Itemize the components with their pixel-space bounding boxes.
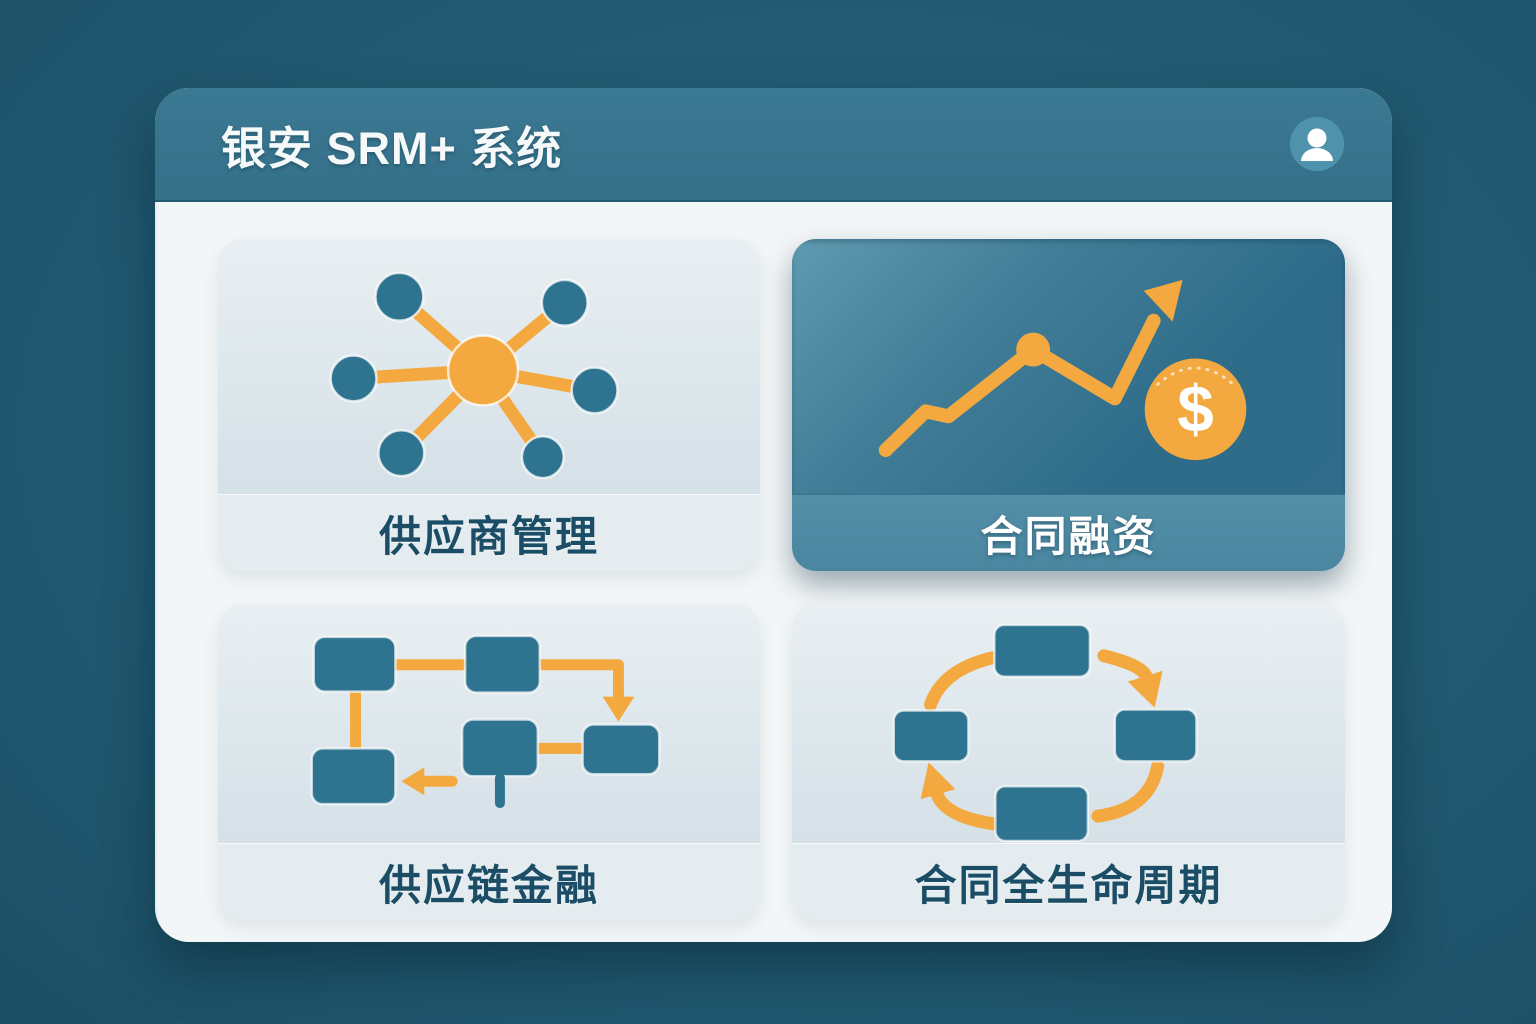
tile-contract-financing-strip: 合同融资 bbox=[792, 494, 1345, 571]
tile-contract-financing-label: 合同融资 bbox=[980, 512, 1157, 560]
dollar-symbol: $ bbox=[1177, 372, 1214, 446]
tile-contract-financing-art: $ bbox=[792, 239, 1345, 494]
tile-supply-chain-finance-label: 供应链金融 bbox=[378, 861, 599, 909]
tile-supply-chain-finance-strip: 供应链金融 bbox=[218, 843, 760, 920]
tile-contract-lifecycle[interactable]: 合同全生命周期 bbox=[792, 604, 1345, 920]
app-title: 银安 SRM+ 系统 bbox=[221, 122, 563, 174]
user-avatar-icon bbox=[1290, 117, 1344, 171]
tile-supplier-management[interactable]: 供应商管理 bbox=[218, 239, 760, 571]
user-avatar-button[interactable] bbox=[1290, 117, 1344, 171]
flowchart-icon bbox=[310, 634, 661, 809]
tile-supplier-management-strip: 供应商管理 bbox=[218, 494, 760, 571]
network-hub-icon bbox=[329, 271, 619, 480]
tile-supplier-management-label: 供应商管理 bbox=[378, 512, 599, 560]
app-header: 银安 SRM+ 系统 bbox=[155, 88, 1392, 202]
srm-app-window: 银安 SRM+ 系统 bbox=[155, 88, 1392, 942]
tile-contract-lifecycle-label: 合同全生命周期 bbox=[914, 861, 1223, 909]
module-grid: 供应商管理 $ 合同融资 bbox=[155, 202, 1392, 920]
tile-contract-financing[interactable]: $ 合同融资 bbox=[792, 239, 1345, 571]
tile-supply-chain-finance-art bbox=[218, 604, 760, 843]
tile-supply-chain-finance[interactable]: 供应链金融 bbox=[218, 604, 760, 920]
tile-supplier-management-art bbox=[218, 239, 760, 494]
tile-contract-lifecycle-strip: 合同全生命周期 bbox=[792, 843, 1345, 920]
cycle-diagram-icon bbox=[892, 623, 1198, 843]
growth-chart-dollar-icon: $ bbox=[878, 279, 1247, 461]
tile-contract-lifecycle-art bbox=[792, 604, 1345, 843]
